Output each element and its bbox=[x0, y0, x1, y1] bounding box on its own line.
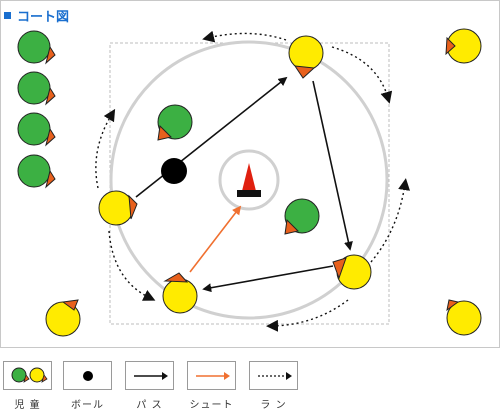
pass-arrow bbox=[312, 80, 353, 251]
title-marker-icon bbox=[4, 11, 11, 19]
shoot-arrow bbox=[189, 205, 242, 273]
bench-green-player bbox=[17, 154, 56, 189]
yellow-player bbox=[332, 254, 372, 290]
legend-shoot-label: シュート bbox=[189, 400, 234, 411]
inner-circle bbox=[218, 149, 280, 211]
cone-icon bbox=[237, 163, 261, 197]
pass-arrow bbox=[202, 265, 334, 293]
legend-ball-label: ボール bbox=[71, 400, 104, 411]
legend-run-label: ラ ン bbox=[260, 400, 287, 411]
legend-players-box bbox=[3, 361, 52, 390]
bench-yellow-player bbox=[445, 28, 482, 64]
yellow-player bbox=[162, 272, 198, 314]
legend-run-box bbox=[249, 361, 298, 390]
green-player bbox=[284, 198, 320, 235]
bench-green-player bbox=[17, 30, 56, 65]
ball bbox=[161, 158, 187, 184]
title-text: コート図 bbox=[17, 9, 70, 25]
legend-pass-label: パ ス bbox=[136, 400, 163, 411]
run-arrow bbox=[370, 178, 411, 263]
run-arrow bbox=[266, 299, 349, 332]
bench-green-player bbox=[17, 112, 56, 147]
court-diagram bbox=[17, 28, 482, 337]
court-title: コート図 bbox=[4, 7, 70, 25]
legend-ball-box bbox=[63, 361, 112, 390]
legend-shoot-box bbox=[187, 361, 236, 390]
pass-arrow bbox=[135, 76, 288, 198]
green-player bbox=[157, 104, 193, 141]
yellow-player bbox=[98, 190, 138, 226]
run-arrow bbox=[202, 30, 287, 43]
run-arrow bbox=[331, 46, 393, 104]
bench-yellow-player bbox=[45, 299, 81, 337]
legend-players-label: 児 童 bbox=[14, 400, 41, 411]
yellow-player bbox=[288, 35, 324, 79]
run-arrow bbox=[108, 230, 156, 301]
legend-pass-box bbox=[125, 361, 174, 390]
bench-green-player bbox=[17, 71, 56, 106]
outer-circle bbox=[109, 40, 389, 320]
bench-yellow-player bbox=[446, 299, 482, 336]
